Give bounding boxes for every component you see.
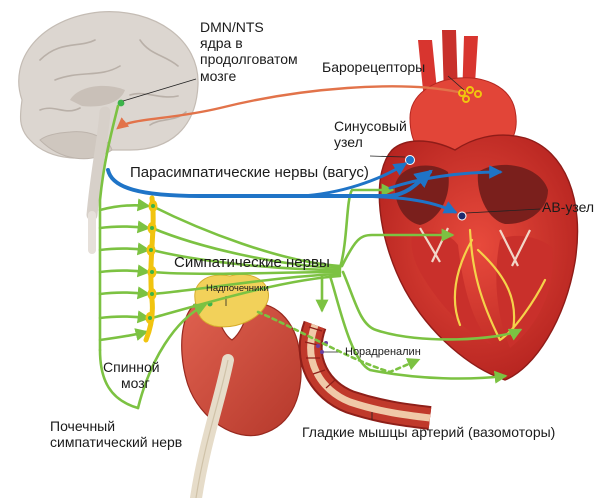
artery-icon [305,325,430,418]
renal-nerve-label: Почечный симпатический нерв [50,418,182,450]
dmn-nts-line-1: DMN/NTS [200,19,298,35]
noradrenaline-molecule-icon [320,350,324,354]
sinus-node-label: Синусовый узел [334,118,407,150]
dmn-nts-line-3: продолговатом [200,51,298,67]
dmn-nts-label: DMN/NTS ядра в продолговатом мозге [200,19,298,84]
renal-nerve-line-1: Почечный [50,418,182,434]
noradrenaline-molecule-icon [316,344,320,348]
sinus-node-line-1: Синусовый [334,118,407,134]
av-node-label: АВ-узел [542,199,594,215]
noradrenaline-label: Норадреналин [345,346,421,359]
spinal-cord-line-2: мозг [103,375,160,391]
sinus-node-dot [406,156,415,165]
renal-nerve-line-2: симпатический нерв [50,434,182,450]
sinus-node-line-2: узел [334,134,407,150]
kidney-icon [182,300,301,498]
smooth-muscle-label: Гладкие мышцы артерий (вазомоторы) [302,424,555,440]
spinal-cord-label: Спинной мозг [103,359,160,391]
av-node-dot [458,212,466,220]
sympathetic-chain-icon [146,198,158,340]
adrenal-label: Надпочечники [206,283,269,294]
parasympathetic-label: Парасимпатические нервы (вагус) [130,164,369,181]
sympathetic-label: Симпатические нервы [174,254,330,271]
dmn-nts-line-4: мозге [200,68,298,84]
spinal-cord-line-1: Спинной [103,359,160,375]
baroreceptors-label: Барорецепторы [322,59,425,75]
dmn-nts-line-2: ядра в [200,35,298,51]
